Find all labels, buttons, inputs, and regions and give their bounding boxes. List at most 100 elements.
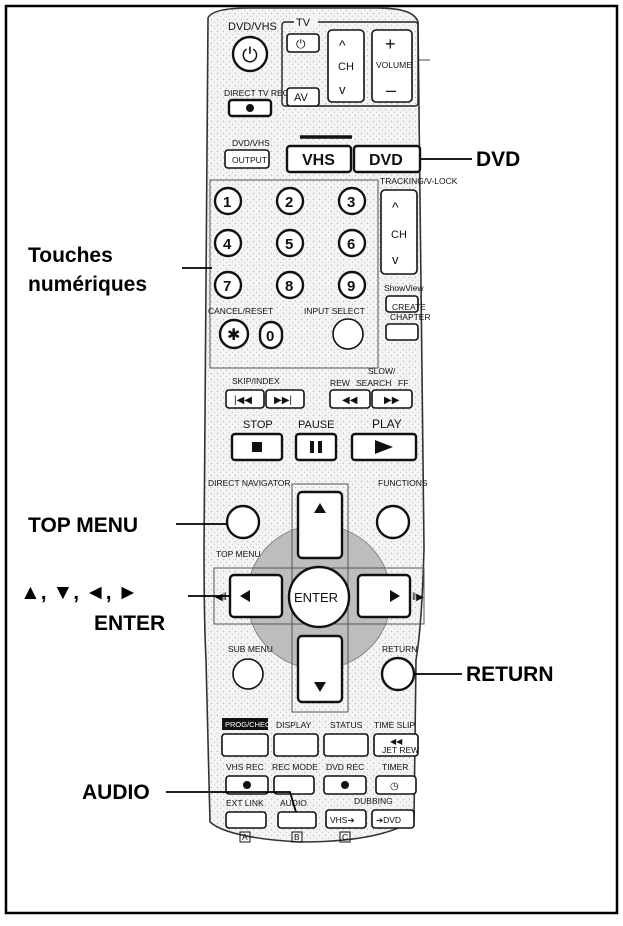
functions-button[interactable] bbox=[375, 504, 411, 540]
tv-channel-rocker[interactable] bbox=[327, 29, 365, 103]
rec-mode-label: REC MODE bbox=[272, 762, 318, 772]
tv-ch-label: CH bbox=[338, 61, 354, 73]
output-label: OUTPUT bbox=[232, 155, 267, 165]
c-badge: C bbox=[342, 832, 348, 842]
digit-2-button[interactable] bbox=[275, 186, 305, 216]
digit-3-button[interactable] bbox=[337, 186, 367, 216]
display-button[interactable] bbox=[273, 733, 319, 757]
digit-4-button[interactable] bbox=[213, 228, 243, 258]
jet-rew-label: JET REW bbox=[382, 745, 419, 755]
return-callout: RETURN bbox=[466, 663, 554, 686]
tracking-ch-label: CH bbox=[391, 229, 407, 241]
skip-prev-button[interactable] bbox=[225, 389, 265, 409]
audio-button[interactable] bbox=[277, 811, 317, 829]
timer-button[interactable] bbox=[375, 775, 417, 795]
output-button[interactable] bbox=[224, 149, 270, 169]
av-label: AV bbox=[294, 92, 309, 104]
input-select-button[interactable] bbox=[332, 318, 364, 350]
frame bbox=[4, 4, 619, 915]
slow-label: SLOW/ bbox=[368, 366, 396, 376]
skip-next-icon: ▶▶| bbox=[274, 395, 292, 406]
timer-icon: ◷ bbox=[390, 781, 399, 792]
digit-1-button[interactable] bbox=[213, 186, 243, 216]
showview-button[interactable] bbox=[385, 295, 419, 313]
digit-9-button[interactable] bbox=[337, 270, 367, 300]
dub-vhs-label: VHS➔ bbox=[330, 815, 355, 825]
dub-vhs-to-dvd-button[interactable] bbox=[325, 809, 367, 829]
ff-button[interactable] bbox=[371, 389, 413, 409]
digit-0-button[interactable] bbox=[258, 320, 284, 350]
left-button[interactable] bbox=[228, 573, 284, 619]
direct-navigator-button[interactable] bbox=[225, 504, 261, 540]
enter-button[interactable] bbox=[287, 565, 351, 629]
digit-8-button[interactable] bbox=[275, 270, 305, 300]
tv-group bbox=[281, 21, 419, 107]
dub-dvd-label: ➔DVD bbox=[376, 815, 401, 825]
volume-rocker[interactable] bbox=[371, 29, 413, 103]
pause-button[interactable] bbox=[294, 432, 338, 462]
rec-mode-button[interactable] bbox=[273, 775, 315, 795]
right-hint-icon: ‖▶ bbox=[412, 592, 424, 603]
volume-up-icon: + bbox=[385, 34, 396, 54]
timer-label: TIMER bbox=[382, 762, 408, 772]
rew-button[interactable] bbox=[329, 389, 371, 409]
arrows-callout: ▲, ▼, ◄, ► bbox=[20, 581, 138, 604]
stop-label: STOP bbox=[243, 419, 273, 431]
av-button[interactable] bbox=[286, 87, 320, 107]
skip-next-button[interactable] bbox=[265, 389, 305, 409]
audio-leader-line bbox=[166, 791, 297, 813]
enter-callout: ENTER bbox=[94, 612, 165, 635]
dvd-label: DVD bbox=[369, 152, 403, 169]
digit-5-button[interactable] bbox=[275, 228, 305, 258]
prog-check-button[interactable] bbox=[221, 733, 269, 757]
numeric-keys-callout-line1: Touches bbox=[28, 244, 113, 267]
tracking-label: TRACKING/V-LOCK bbox=[380, 176, 458, 186]
digit-3-label: 3 bbox=[347, 194, 355, 211]
dubbing-label: DUBBING bbox=[354, 796, 393, 806]
digit-keys: 1 2 3 4 5 6 7 8 9 bbox=[213, 186, 367, 300]
down-button[interactable] bbox=[296, 634, 344, 704]
digit-4-label: 4 bbox=[223, 236, 232, 253]
tv-label: TV bbox=[296, 17, 311, 29]
status-label: STATUS bbox=[330, 720, 363, 730]
digit-0-label: 0 bbox=[266, 328, 274, 345]
status-button[interactable] bbox=[323, 733, 369, 757]
output-label-top: DVD/VHS bbox=[232, 138, 270, 148]
cancel-reset-label: CANCEL/RESET bbox=[208, 306, 273, 316]
star-icon: ✱ bbox=[227, 327, 240, 344]
ext-link-button[interactable] bbox=[225, 811, 267, 829]
right-button[interactable] bbox=[356, 573, 412, 619]
vhs-button[interactable] bbox=[285, 144, 353, 174]
numeric-pad-group bbox=[209, 179, 379, 369]
right-arrow-icon bbox=[390, 590, 400, 602]
create-chapter-button[interactable] bbox=[385, 323, 419, 341]
time-slip-button[interactable] bbox=[373, 733, 419, 757]
digit-6-button[interactable] bbox=[337, 228, 367, 258]
top-menu-small-label: TOP MENU bbox=[216, 549, 261, 559]
dvd-rec-label: DVD REC bbox=[326, 762, 364, 772]
up-button[interactable] bbox=[296, 490, 344, 560]
skip-prev-icon: |◀◀ bbox=[234, 395, 252, 406]
dub-dvd-button[interactable] bbox=[371, 809, 415, 829]
top-menu-callout: TOP MENU bbox=[28, 514, 138, 537]
ext-link-label: EXT LINK bbox=[226, 798, 264, 808]
chapter-label: CHAPTER bbox=[390, 312, 431, 322]
digit-7-button[interactable] bbox=[213, 270, 243, 300]
digit-9-label: 9 bbox=[347, 278, 355, 295]
showview-label: ShowView bbox=[384, 283, 424, 293]
rec-dot-icon bbox=[246, 104, 254, 112]
digit-6-label: 6 bbox=[347, 236, 355, 253]
a-badge: A bbox=[242, 832, 248, 842]
power-button[interactable] bbox=[231, 35, 269, 73]
sub-menu-label: SUB MENU bbox=[228, 644, 273, 654]
sub-menu-button[interactable] bbox=[232, 658, 264, 690]
tracking-rocker[interactable] bbox=[380, 189, 418, 275]
input-select-label: INPUT SELECT bbox=[304, 306, 365, 316]
cancel-reset-button[interactable] bbox=[218, 318, 250, 350]
pause-label: PAUSE bbox=[298, 419, 334, 431]
skip-index-label: SKIP/INDEX bbox=[232, 376, 280, 386]
pause-icon-bar-b bbox=[318, 441, 322, 453]
return-button[interactable] bbox=[380, 656, 416, 692]
tv-power-button[interactable] bbox=[286, 33, 320, 53]
